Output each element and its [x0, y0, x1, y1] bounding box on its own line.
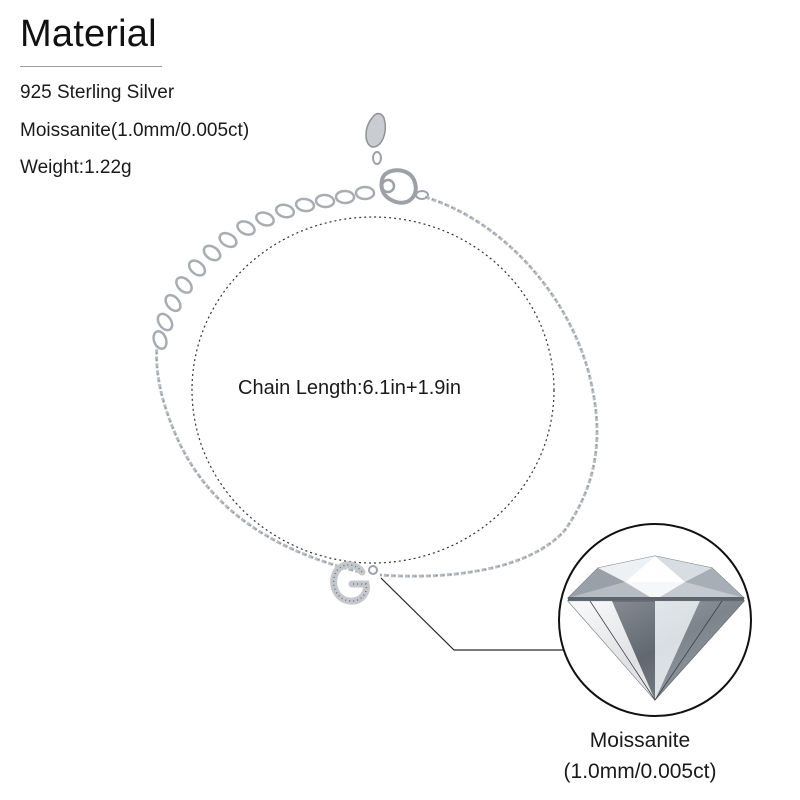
- extender-chain: [152, 185, 376, 350]
- spec-stone: Moissanite(1.0mm/0.005ct): [20, 120, 250, 141]
- page-title: Material: [20, 13, 157, 55]
- moissanite-stone: [566, 555, 746, 701]
- title-underline: [20, 66, 162, 67]
- spec-material: 925 Sterling Silver: [20, 82, 175, 103]
- chain-left: [155, 344, 361, 574]
- drop-charm: [365, 112, 386, 148]
- chain-length-label: Chain Length:6.1in+1.9in: [238, 377, 461, 399]
- letter-g-pendant: [330, 561, 378, 605]
- stone-caption-size: (1.0mm/0.005ct): [563, 760, 717, 783]
- leader-line: [380, 577, 565, 651]
- spec-weight: Weight:1.22g: [20, 157, 132, 178]
- lobster-clasp: [379, 168, 429, 205]
- chain-length-circle: [191, 216, 555, 564]
- stone-caption-name: Moissanite: [589, 729, 691, 752]
- chain-right: [379, 195, 599, 578]
